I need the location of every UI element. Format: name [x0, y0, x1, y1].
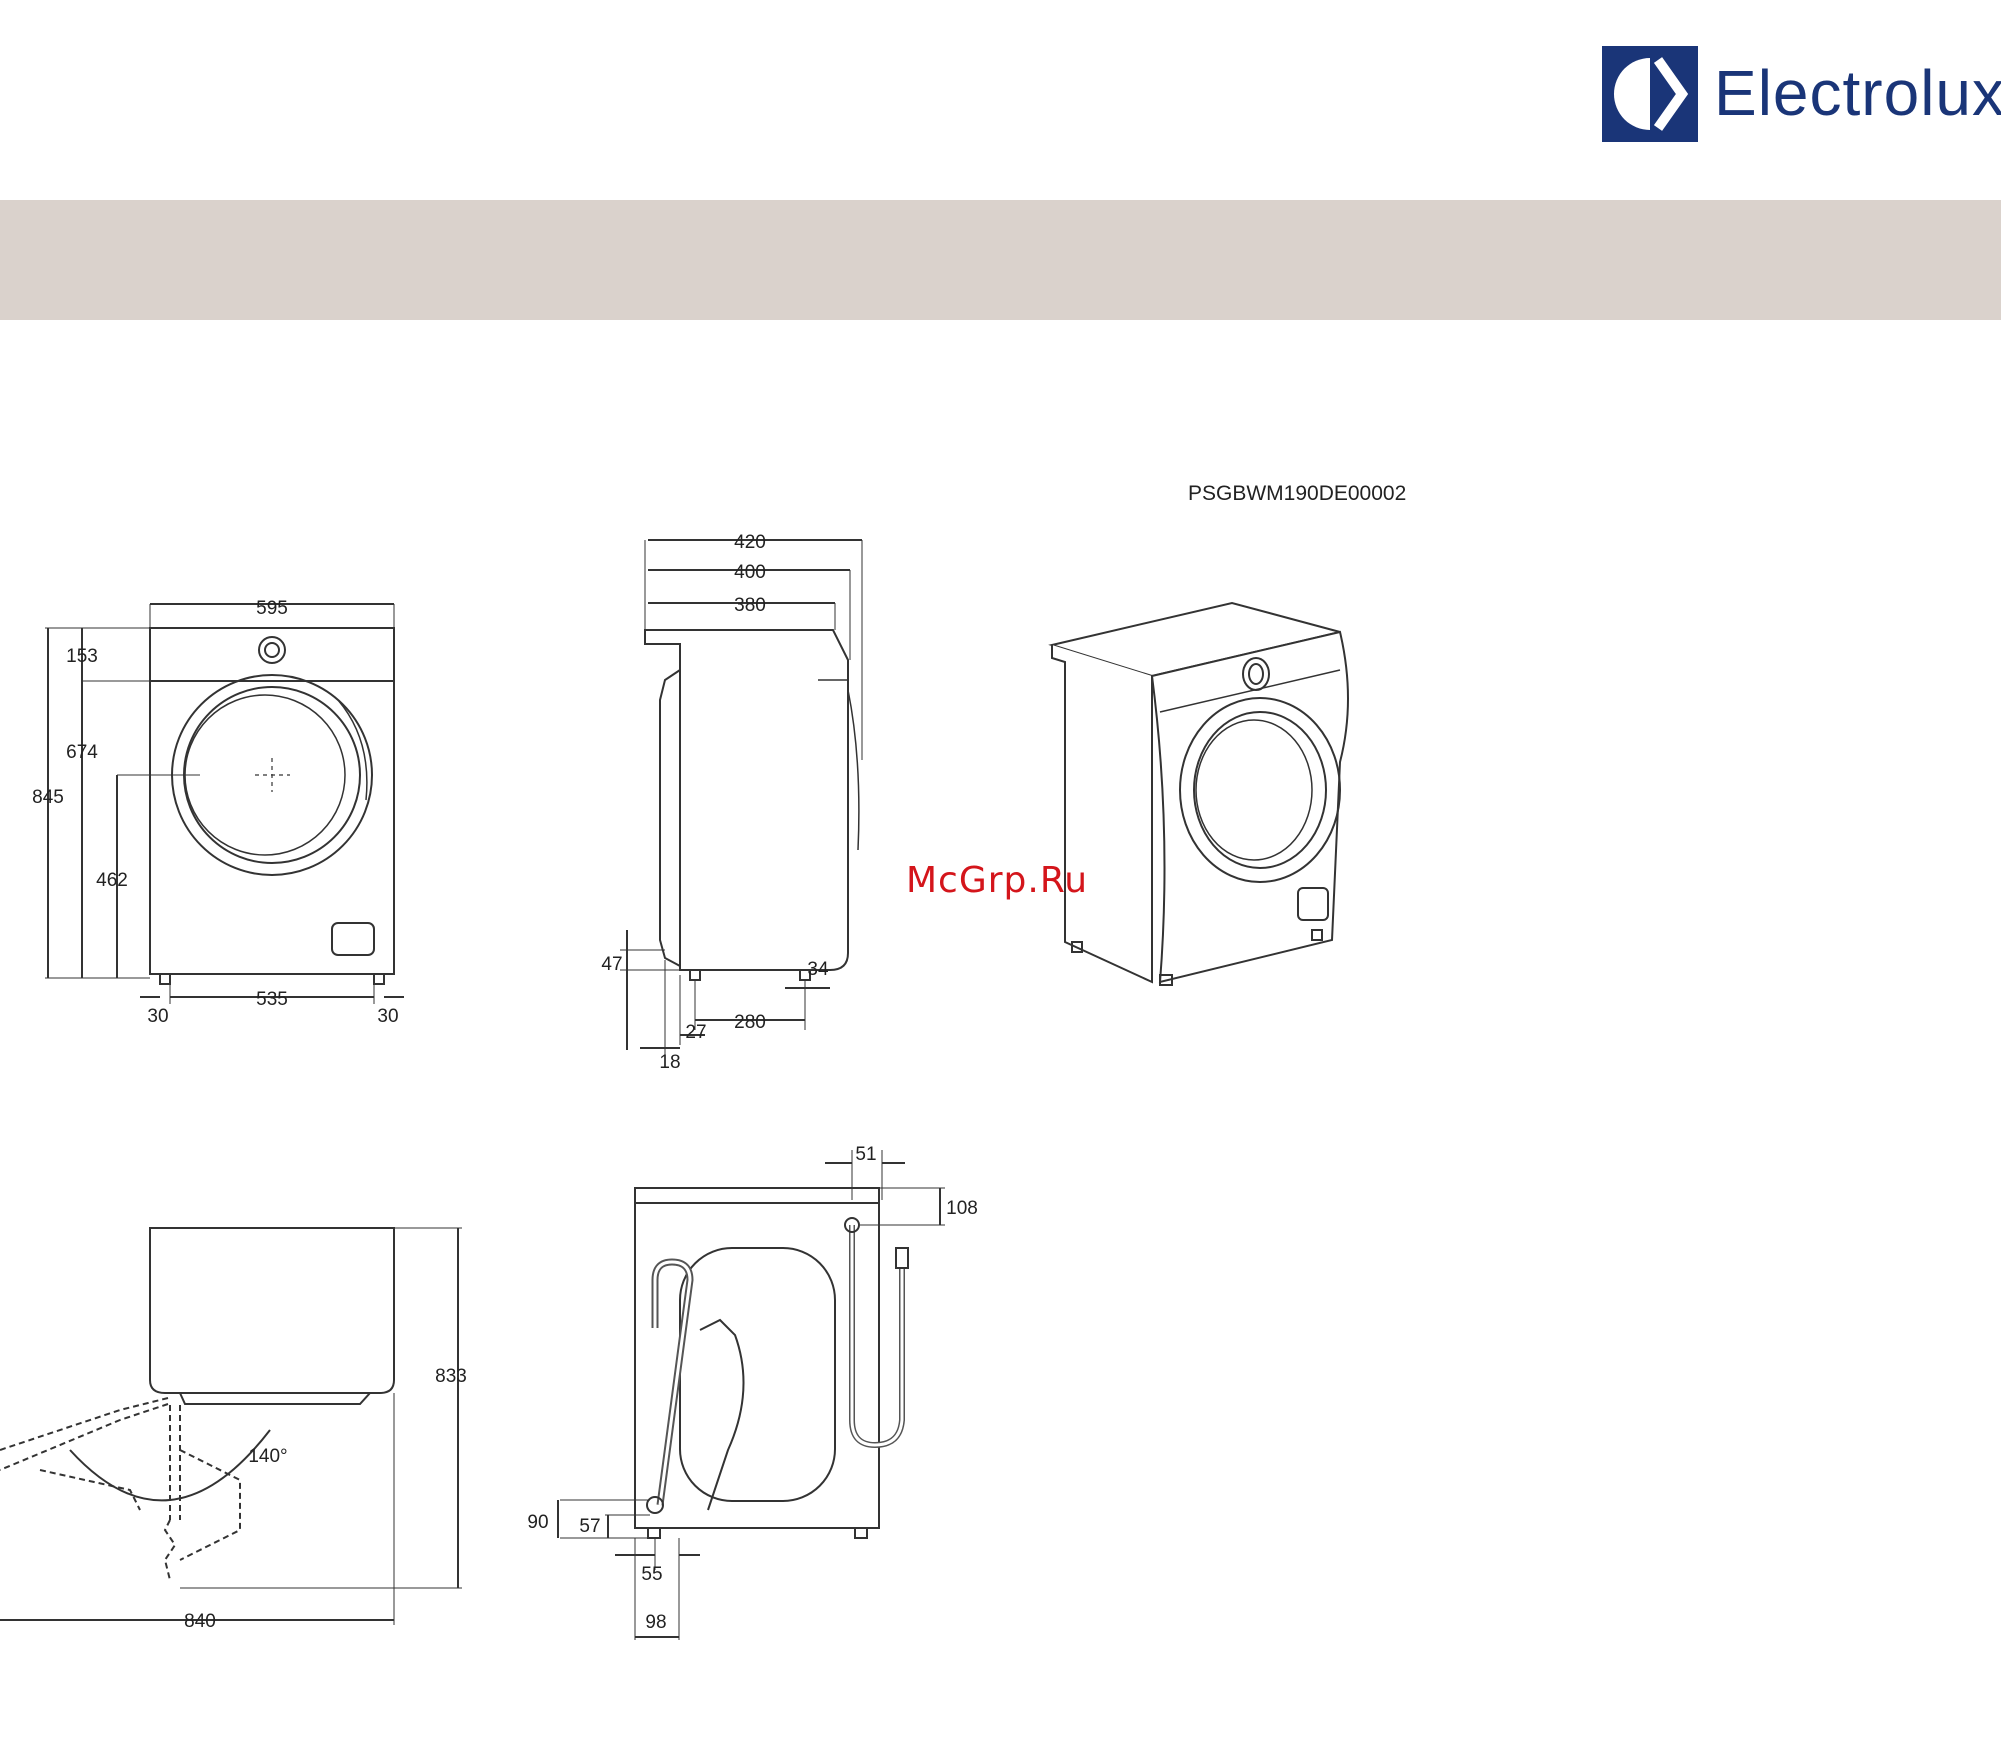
rear-view	[558, 1150, 945, 1640]
dim-foot-offset-right: 30	[377, 1006, 398, 1027]
dim-drain-offset-a: 55	[641, 1564, 662, 1585]
watermark-text: McGrp.Ru	[906, 860, 1088, 901]
dim-depth-mid: 400	[734, 562, 766, 583]
dim-top-panel: 153	[66, 646, 98, 667]
top-view	[0, 1228, 462, 1625]
side-view	[620, 540, 862, 1060]
dim-inlet-offset: 51	[855, 1144, 876, 1165]
dim-height-total: 845	[32, 787, 64, 808]
dim-drain-hose-height: 57	[579, 1516, 600, 1537]
dim-height-top: 833	[435, 1366, 467, 1387]
dim-door-protrusion: 18	[659, 1052, 680, 1073]
dim-side-feet-spacing: 280	[734, 1012, 766, 1033]
front-view	[45, 604, 404, 1004]
dim-foot-offset-left: 30	[147, 1006, 168, 1027]
dim-front-foot-offset: 27	[685, 1022, 706, 1043]
dim-door-angle: 140°	[248, 1446, 287, 1467]
dim-inlet-height: 108	[946, 1198, 978, 1219]
dim-door-center: 462	[96, 870, 128, 891]
dim-foot-height: 47	[601, 954, 622, 975]
dim-depth-max: 420	[734, 532, 766, 553]
dim-door-opening-depth: 840	[184, 1611, 216, 1632]
dim-drain-height: 90	[527, 1512, 548, 1533]
dim-door-top: 674	[66, 742, 98, 763]
dim-rear-foot-offset: 34	[807, 959, 829, 980]
dim-feet-spacing: 535	[256, 989, 288, 1010]
dim-depth-body: 380	[734, 595, 766, 616]
dim-width: 595	[256, 598, 288, 619]
perspective-view	[1052, 603, 1348, 985]
top-view-dimensions: 833 840 140°	[184, 1366, 467, 1632]
dim-drain-offset-b: 98	[645, 1612, 666, 1633]
